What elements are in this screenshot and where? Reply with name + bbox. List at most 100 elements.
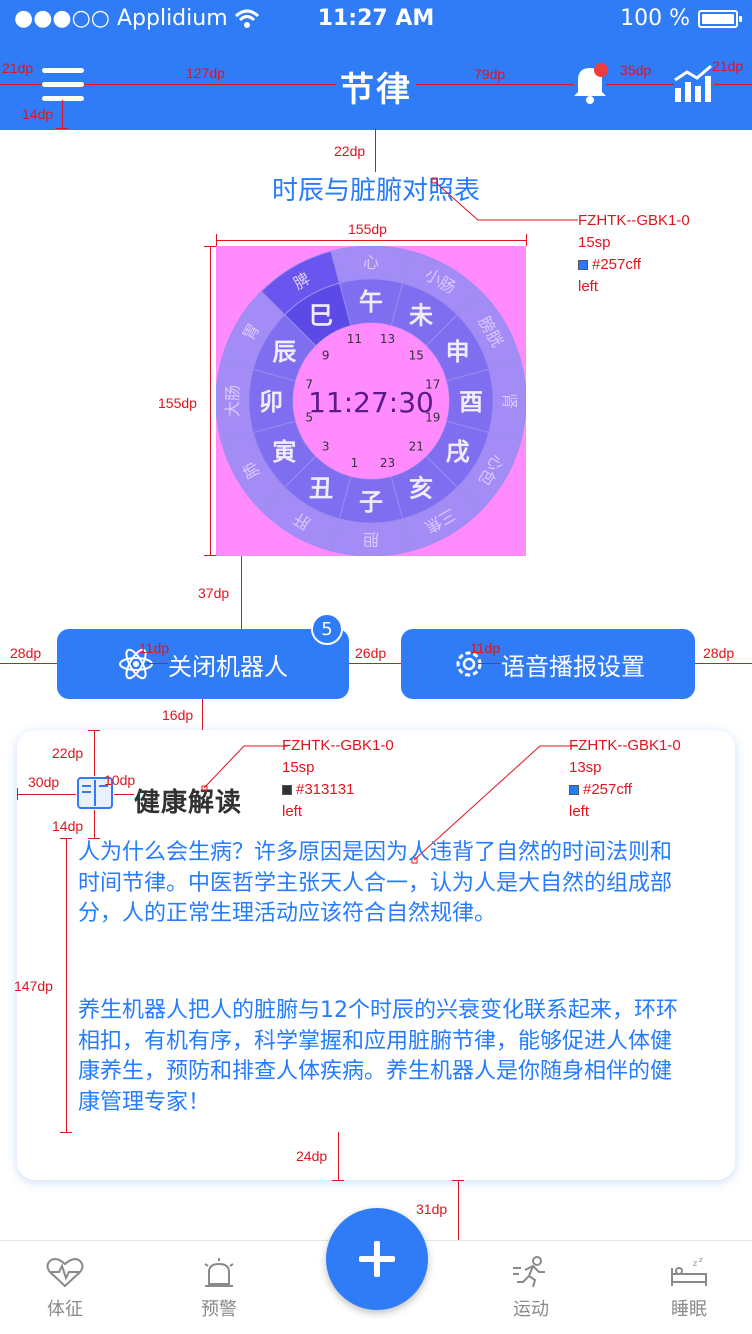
annotation-label: 28dp — [10, 645, 42, 661]
spec-size: 13sp — [569, 759, 602, 776]
branch-label: 辰 — [272, 338, 296, 366]
close-robot-label: 关闭机器人 — [168, 652, 288, 681]
nav-label: 体征 — [47, 1299, 83, 1320]
app-header: 节律 — [0, 40, 752, 130]
annotation-leader — [431, 177, 578, 221]
annotation-label: 28dp — [703, 645, 735, 661]
nav-item-exercise[interactable]: 运动 — [486, 1256, 576, 1321]
annotation-label: 155dp — [158, 395, 197, 411]
organ-label: 大肠 — [223, 385, 242, 417]
bell-icon[interactable] — [570, 60, 610, 104]
card-paragraph-1: 人为什么会生病？许多原因是因为人违背了自然的时间法则和时间节律。中医哲学主张天人… — [78, 840, 673, 926]
spec-font: FZHTK--GBK1-0 — [578, 212, 690, 229]
annotation-label: 14dp — [22, 106, 54, 122]
spec-annotation: FZHTK--GBK1-0 15sp #257cff left — [578, 210, 690, 298]
annotation-label: 24dp — [296, 1148, 328, 1164]
annotation-label: 37dp — [198, 585, 230, 601]
annotation-label: 35dp — [620, 62, 652, 78]
menu-icon[interactable] — [42, 68, 84, 102]
branch-label: 巳 — [309, 301, 333, 329]
heart-pulse-icon — [46, 1258, 84, 1288]
alarm-light-icon — [204, 1258, 234, 1287]
running-icon — [513, 1256, 545, 1288]
notification-badge: 5 — [311, 613, 343, 645]
branch-label: 申 — [446, 338, 470, 366]
hour-label: 21 — [409, 439, 424, 453]
branch-label: 酉 — [459, 388, 483, 416]
nav-label: 睡眠 — [671, 1299, 707, 1320]
annotation-label: 11dp — [470, 640, 501, 656]
annotation-label: 14dp — [52, 818, 84, 834]
annotation-label: 155dp — [348, 221, 387, 237]
annotation-label: 22dp — [334, 143, 366, 159]
spec-size: 15sp — [578, 234, 611, 251]
hour-label: 7 — [305, 377, 313, 391]
nav-item-alert[interactable]: 预警 — [174, 1256, 264, 1321]
hour-label: 5 — [305, 411, 313, 425]
hour-label: 13 — [380, 332, 395, 346]
book-icon — [77, 777, 113, 809]
plus-icon — [359, 1241, 395, 1277]
atom-icon — [119, 648, 153, 680]
spec-annotation: FZHTK--GBK1-0 15sp #313131 left — [282, 735, 394, 823]
annotation-label: 30dp — [28, 774, 60, 790]
spec-font: FZHTK--GBK1-0 — [569, 737, 681, 754]
spec-align: left — [578, 278, 599, 295]
annotation-label: 127dp — [186, 65, 225, 81]
hour-label: 1 — [351, 456, 359, 470]
annotation-label: 79dp — [474, 66, 506, 82]
hour-label: 19 — [425, 411, 440, 425]
annotation-label: 31dp — [416, 1201, 448, 1217]
clock-dial: 心午13小肠未15膀胱申17肾酉19心包戌21三焦亥23胆子1肝丑3肺寅5大肠卯… — [215, 245, 527, 557]
wifi-icon — [234, 9, 259, 28]
spec-annotation: FZHTK--GBK1-0 13sp #257cff left — [569, 735, 681, 823]
section-title: 时辰与脏腑对照表 — [271, 176, 480, 206]
health-card — [17, 730, 735, 1180]
status-bar: ●●●○○ Applidium 11:27 AM 100 % — [0, 0, 752, 40]
clock-face — [293, 323, 449, 479]
nav-label: 运动 — [513, 1299, 549, 1320]
nav-label: 预警 — [201, 1299, 237, 1320]
spec-align: left — [569, 803, 590, 820]
svg-text:z: z — [693, 1259, 697, 1268]
annotation-leader — [411, 745, 578, 864]
annotation-label: 11dp — [139, 640, 170, 656]
bed-icon: z z — [671, 1256, 707, 1286]
branch-label: 未 — [409, 301, 433, 329]
hour-label: 15 — [409, 349, 424, 363]
battery-icon — [698, 9, 742, 28]
branch-label: 午 — [359, 288, 383, 316]
hour-label: 23 — [380, 456, 395, 470]
add-button[interactable] — [326, 1208, 428, 1310]
spec-color: #257cff — [578, 254, 690, 276]
branch-label: 子 — [359, 488, 383, 516]
annotation-label: 21dp — [712, 58, 744, 74]
annotation-label: 21dp — [2, 60, 34, 76]
gear-icon — [456, 651, 482, 677]
annotation-leader — [201, 745, 288, 792]
branch-label: 戌 — [446, 438, 470, 466]
card-paragraph-2: 养生机器人把人的脏腑与12个时辰的兴衰变化联系起来，环环相扣，有机有序，科学掌握… — [78, 998, 678, 1115]
annotation-label: 22dp — [52, 745, 84, 761]
close-robot-button[interactable]: 关闭机器人 — [57, 629, 349, 699]
nav-item-sleep[interactable]: z z 睡眠 — [644, 1256, 734, 1321]
hour-label: 17 — [425, 377, 440, 391]
spec-font: FZHTK--GBK1-0 — [282, 737, 394, 754]
annotation-label: 16dp — [162, 707, 194, 723]
clock-time: 11:27:30 — [308, 386, 434, 419]
svg-text:z: z — [699, 1256, 703, 1264]
hour-label: 9 — [322, 349, 330, 363]
voice-settings-button[interactable]: 语音播报设置 — [401, 629, 695, 699]
branch-label: 亥 — [409, 475, 433, 503]
voice-settings-label: 语音播报设置 — [501, 652, 645, 681]
stats-icon[interactable] — [672, 62, 714, 104]
spec-size: 15sp — [282, 759, 315, 776]
branch-label: 寅 — [272, 438, 296, 466]
spec-color: #257cff — [569, 779, 681, 801]
branch-label: 卯 — [259, 388, 283, 416]
battery: 100 % — [620, 6, 742, 31]
organ-label: 肾 — [500, 393, 519, 409]
spec-color: #313131 — [282, 779, 394, 801]
nav-item-vitals[interactable]: 体征 — [20, 1256, 110, 1321]
annotation-label: 26dp — [355, 645, 387, 661]
